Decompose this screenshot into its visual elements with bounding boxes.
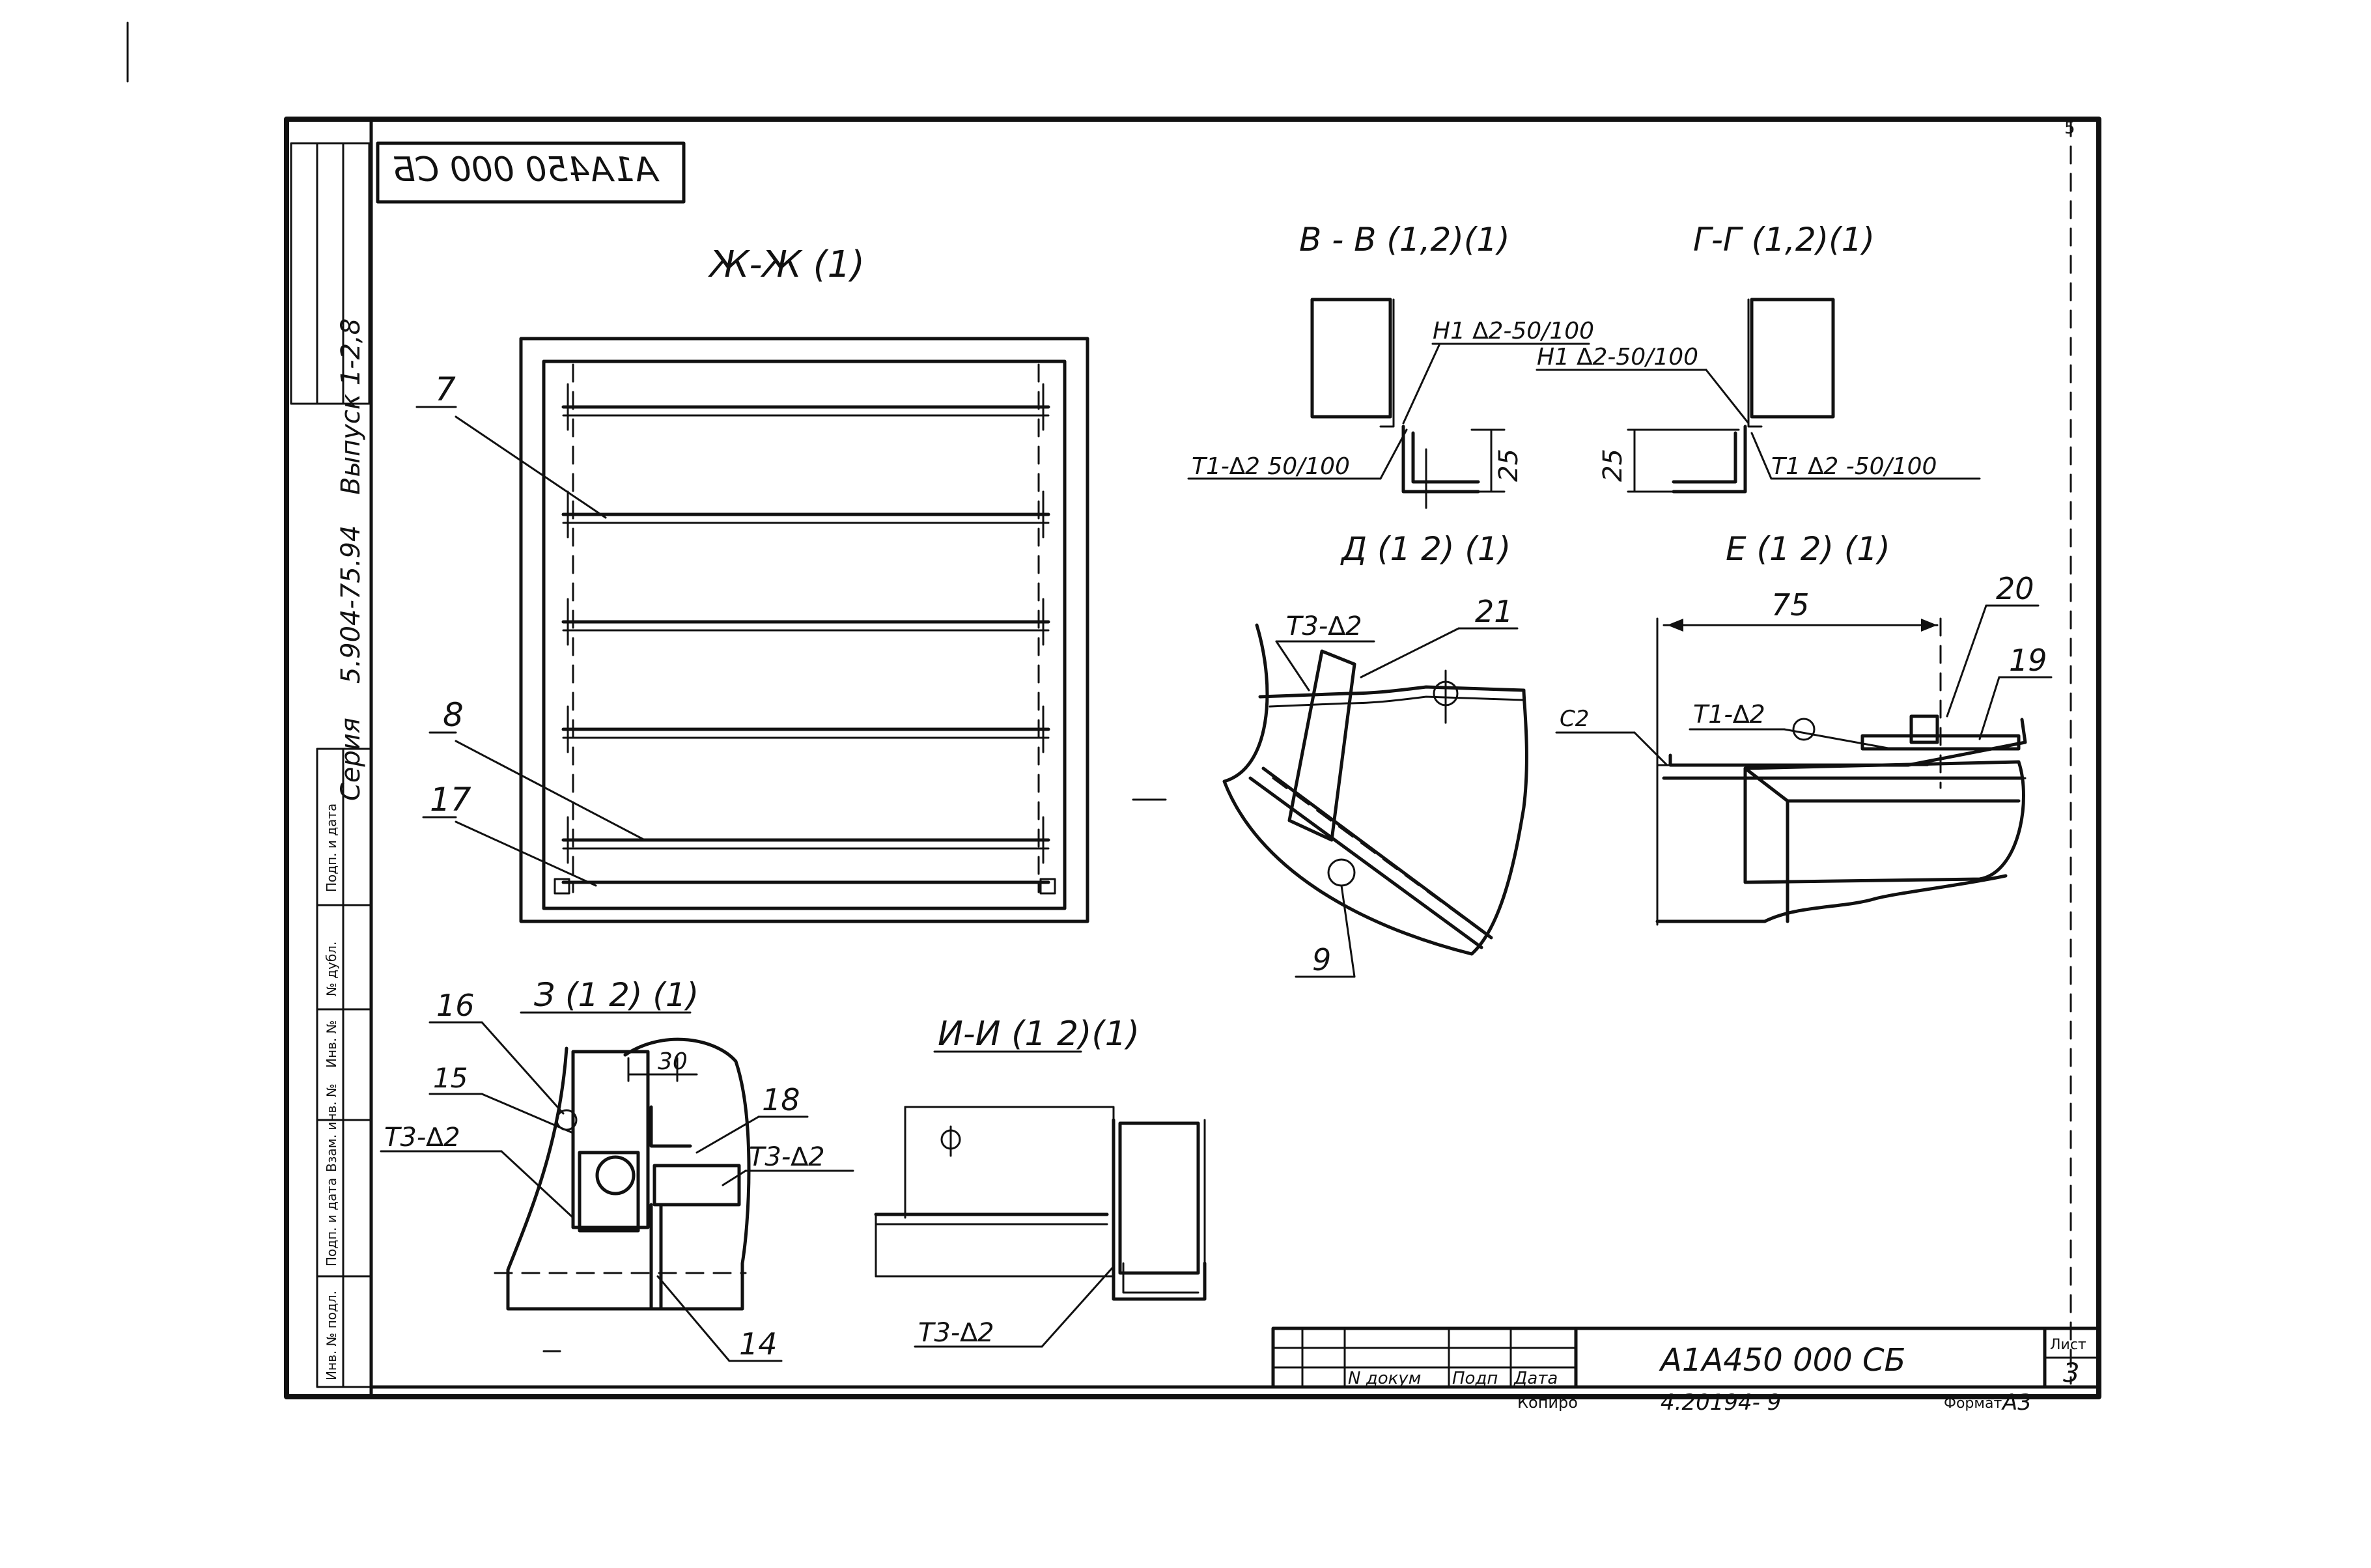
section-v-dim: 25 bbox=[1494, 449, 1524, 482]
section-d-callout-9: 9 bbox=[1312, 942, 1331, 977]
strip-label-dup-no: № дубл. bbox=[324, 942, 339, 996]
section-d-weld: Т3-∆2 bbox=[1286, 611, 1362, 641]
section-z-title: З (1 2) (1) bbox=[534, 976, 699, 1014]
strip-label-original-inv: Инв. № подл. bbox=[324, 1291, 339, 1380]
section-e-title: Е (1 2) (1) bbox=[1726, 530, 1890, 568]
series-stamp: Серия 5.904-75.94 Выпуск 1-2,8 bbox=[290, 142, 371, 801]
title-col-date: Дата bbox=[1513, 1369, 1558, 1388]
section-zh-callout-8: 8 bbox=[443, 696, 464, 734]
section-z-callout-15: 15 bbox=[433, 1062, 468, 1094]
section-z-callout-14: 14 bbox=[739, 1326, 778, 1362]
drawing-number-rotated: А1А450 000 СБ bbox=[392, 150, 660, 189]
section-z-weld-left: Т3-∆2 bbox=[384, 1123, 460, 1153]
section-i-weld: Т3-∆2 bbox=[918, 1318, 994, 1348]
section-i-title: И-И (1 2)(1) bbox=[938, 1015, 1140, 1054]
stamp-issue: Выпуск 1-2,8 bbox=[336, 318, 366, 495]
section-d-title: Д (1 2) (1) bbox=[1340, 530, 1511, 568]
title-sheet-label: Лист bbox=[2050, 1337, 2086, 1353]
section-e: Е (1 2) (1) 75 Т1-∆2 С2 20 19 bbox=[1555, 530, 2053, 926]
section-zh-callout-17: 17 bbox=[430, 781, 471, 819]
section-g-title: Г-Г (1,2)(1) bbox=[1693, 221, 1875, 259]
section-z-dim: 30 bbox=[658, 1048, 688, 1075]
strip-label-inv-no: Инв. № bbox=[324, 1020, 339, 1068]
title-sheet-number: 3 bbox=[2063, 1358, 2079, 1388]
section-e-callout-19: 19 bbox=[2009, 643, 2047, 678]
section-e-callout-20: 20 bbox=[1996, 571, 2034, 606]
section-e-weld-mid: Т1-∆2 bbox=[1693, 700, 1765, 729]
strip-label-sign-date-2: Подп. и дата bbox=[324, 1178, 339, 1267]
title-col-sign: Подп bbox=[1452, 1369, 1498, 1388]
section-i: И-И (1 2)(1) Т3-∆2 bbox=[874, 1015, 1207, 1348]
strip-label-sign-date: Подп. и дата bbox=[324, 804, 339, 892]
title-format-label: Формат bbox=[1944, 1395, 2002, 1412]
top-stamp: А1А450 000 СБ bbox=[376, 141, 686, 204]
section-v-title: В - В (1,2)(1) bbox=[1299, 221, 1510, 259]
section-zh-title: Ж-Ж (1) bbox=[708, 244, 865, 286]
section-z-callout-18: 18 bbox=[762, 1082, 800, 1117]
stamp-series-number: 5.904-75.94 bbox=[336, 525, 366, 684]
section-z-weld-right: Т3-∆2 bbox=[749, 1142, 825, 1172]
section-g: Г-Г (1,2)(1) 25 Н1 ∆2-50/100 Т1 ∆2 -50/1… bbox=[1536, 221, 1981, 494]
section-d: Д (1 2) (1) Т3-∆2 21 9 bbox=[1132, 530, 1528, 978]
corner-sheet-mark: 5 bbox=[2064, 119, 2075, 138]
title-col-doc: N докум bbox=[1348, 1369, 1421, 1388]
section-d-callout-21: 21 bbox=[1475, 594, 1513, 629]
strip-label-replace-inv: Взам. инв. № bbox=[324, 1084, 339, 1172]
section-z: З (1 2) (1) 30 16 15 Т3-∆2 18 Т3-∆2 14 bbox=[380, 976, 854, 1362]
stamp-series: Серия bbox=[336, 718, 366, 801]
section-e-dim: 75 bbox=[1771, 587, 1810, 623]
section-v: В - В (1,2)(1) 25 Н1 ∆2-50/100 Т1-∆2 50/… bbox=[1187, 221, 1594, 509]
title-copied: Копиро bbox=[1517, 1393, 1578, 1412]
section-g-weld-top: Н1 ∆2-50/100 bbox=[1537, 344, 1698, 371]
section-g-dim: 25 bbox=[1598, 449, 1628, 482]
section-v-weld-top: Н1 ∆2-50/100 bbox=[1433, 318, 1594, 344]
title-order-number: 4.20194- 9 bbox=[1661, 1390, 1781, 1416]
title-designation: А1А450 000 СБ bbox=[1659, 1342, 1905, 1379]
section-z-callout-16: 16 bbox=[436, 988, 475, 1023]
title-block: N докум Подп Дата А1А450 000 СБ Лист 3 К… bbox=[1271, 1326, 2101, 1416]
title-format-value: А3 bbox=[2001, 1390, 2032, 1416]
section-g-weld-bottom: Т1 ∆2 -50/100 bbox=[1771, 453, 1937, 480]
section-zh: Ж-Ж (1) bbox=[415, 244, 1089, 923]
section-zh-callout-7: 7 bbox=[435, 371, 456, 408]
section-v-weld-bottom: Т1-∆2 50/100 bbox=[1192, 453, 1350, 480]
left-strip: Подп. и дата № дубл. Инв. № Взам. инв. №… bbox=[316, 748, 372, 1388]
section-e-weld-left: С2 bbox=[1560, 706, 1589, 732]
